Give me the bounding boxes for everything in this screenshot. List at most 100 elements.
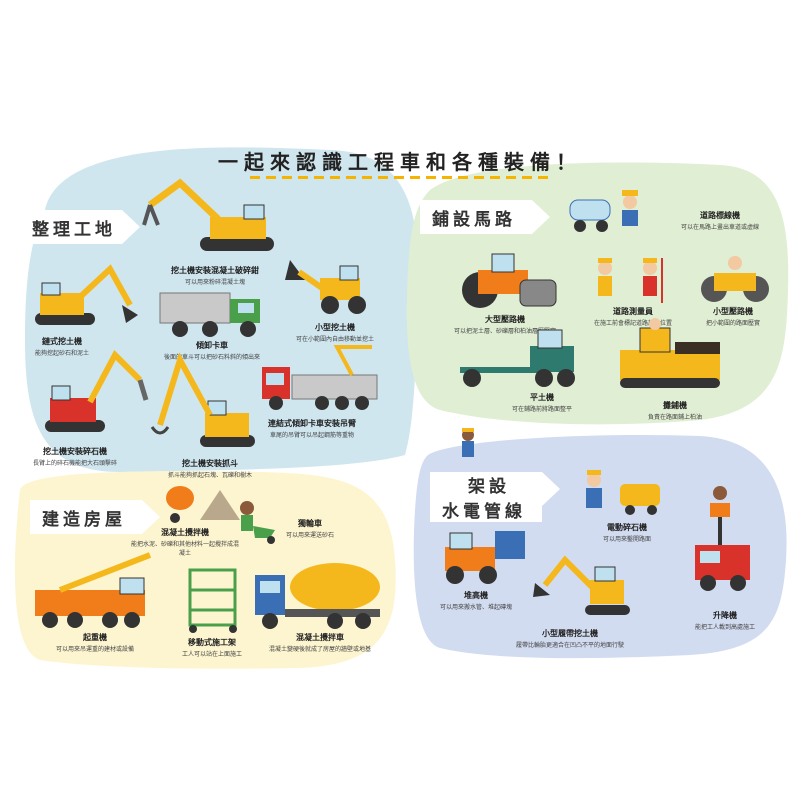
- section-label-clear-site: 整理工地: [32, 219, 116, 240]
- mixer-truck-name: 混凝土攪拌車: [295, 633, 344, 642]
- dump-truck-name: 傾卸卡車: [195, 341, 228, 350]
- wheelbarrow-caption: 獨輪車 可以用來運送砂石: [286, 518, 334, 539]
- concrete-mixer-small-caption: 混凝土攪拌機 能把水泥、砂礫和其他材料一起攪拌成混凝土: [130, 527, 240, 557]
- crane-truck-desc: 車尾的吊臂可以吊起鋼筋等重物: [269, 432, 354, 439]
- road-marking-illustration: [569, 190, 638, 232]
- road-marking-name: 道路標線機: [699, 211, 740, 220]
- excavator-grapple-caption: 挖土機安裝抓斗 抓斗能夠抓起石塊、瓦礫和樹木: [168, 458, 252, 479]
- paver-desc: 負責在路面鋪上柏油: [647, 414, 703, 421]
- surveyor-name: 道路測量員: [612, 307, 653, 316]
- excavator-drill-name: 挖土機安裝碎石機: [42, 447, 107, 456]
- mini-excavator-desc: 可在小範圍內自由移動並挖土: [295, 336, 375, 343]
- crane-truck-caption: 連結式傾卸卡車安裝吊臂 車尾的吊臂可以吊起鋼筋等重物: [268, 418, 356, 439]
- mobile-crane-name: 起重機: [82, 633, 107, 642]
- wheelbarrow-name: 獨輪車: [297, 519, 322, 528]
- wheelbarrow-desc: 可以用來運送砂石: [285, 532, 335, 539]
- dump-truck-illustration: [159, 292, 260, 337]
- section-label-utilities-1: 架設: [468, 477, 510, 497]
- mobile-crane-desc: 可以用來吊運重的建材或設備: [55, 646, 135, 653]
- section-label-build-house: 建造房屋: [42, 509, 126, 530]
- electric-breaker-illustration: [586, 470, 660, 515]
- grader-illustration: [460, 329, 575, 387]
- backhoe-caption: 堆高機 可以用來搬水管、堆起磚塊: [440, 590, 512, 611]
- mini-crawler-name: 小型履帶挖土機: [541, 629, 598, 638]
- wheelbarrow-illustration: [240, 501, 275, 544]
- chain-excavator-illustration: [35, 264, 138, 325]
- section-label-utilities-2: 水電管線: [442, 502, 526, 522]
- backhoe-desc: 可以用來搬水管、堆起磚塊: [439, 604, 513, 611]
- section-banner-clear-site: 整理工地: [20, 210, 140, 244]
- mini-excavator-name: 小型挖土機: [314, 323, 355, 332]
- concrete-mixer-small-illustration: [166, 486, 240, 523]
- mini-crawler-illustration: [533, 555, 630, 615]
- dump-truck-caption: 傾卸卡車 後面的車斗可以把砂石料斜的傾出來: [164, 340, 260, 361]
- road-roller-illustration: [462, 253, 557, 308]
- electric-breaker-desc: 可以用來鑿開路面: [602, 536, 652, 543]
- excavator-breaker-name: 挖土機安裝混凝土破碎鉗: [171, 266, 259, 275]
- excavator-grapple-name: 挖土機安裝抓斗: [181, 459, 238, 468]
- scaffold-desc: 工人可以站在上面施工: [181, 651, 243, 658]
- surveyor-caption: 道路測量員 在施工前會標記道路施工位置: [594, 306, 672, 327]
- paver-illustration: [620, 318, 720, 388]
- scaffold-name: 移動式施工架: [187, 638, 236, 647]
- paver-caption: 攤鋪機 負責在路面鋪上柏油: [648, 400, 702, 421]
- surveyor-desc: 在施工前會標記道路施工位置: [593, 320, 673, 327]
- excavator-drill-desc: 長臂上的碎石機能把大石頭擊碎: [32, 460, 118, 467]
- bucket-truck-name: 升降機: [712, 611, 737, 620]
- chain-excavator-caption: 鏈式挖土機 能夠挖起砂石和泥土: [35, 336, 89, 357]
- backhoe-name: 堆高機: [463, 591, 488, 600]
- mixer-truck-desc: 混凝土變硬後就成了房屋的牆壁或地基: [268, 646, 372, 653]
- road-marking-caption: 道路標線機 可以在馬路上畫出車道或虛線: [681, 210, 759, 231]
- grader-desc: 可在鋪路前將路面整平: [511, 406, 573, 413]
- excavator-drill-illustration: [45, 350, 149, 432]
- grader-name: 平土機: [529, 393, 554, 402]
- concrete-mixer-small-desc: 能把水泥、砂礫和其他材料一起攪拌成混凝土: [130, 541, 239, 557]
- excavator-grapple-illustration: [150, 352, 255, 447]
- bucket-truck-illustration: [695, 486, 750, 591]
- section-banner-utilities: 架設 水電管線: [430, 472, 560, 522]
- surveyor-illustration: [598, 258, 663, 303]
- scaffold-illustration: [188, 568, 237, 633]
- mini-excavator-caption: 小型挖土機 可在小範圍內自由移動並挖土: [296, 322, 374, 343]
- excavator-drill-caption: 挖土機安裝碎石機 長臂上的碎石機能把大石頭擊碎: [33, 446, 117, 467]
- road-roller-name: 大型壓路機: [484, 315, 525, 324]
- road-marking-desc: 可以在馬路上畫出車道或虛線: [680, 224, 760, 231]
- section-banner-build-house: 建造房屋: [30, 500, 160, 534]
- mixer-truck-illustration: [255, 563, 380, 629]
- page-title: 一起來認識工程車和各種裝備！: [218, 150, 582, 174]
- section-label-pave-road: 鋪設馬路: [432, 209, 516, 230]
- dump-truck-desc: 後面的車斗可以把砂石料斜的傾出來: [163, 354, 261, 361]
- mixer-truck-caption: 混凝土攪拌車 混凝土變硬後就成了房屋的牆壁或地基: [269, 632, 371, 653]
- paver-name: 攤鋪機: [662, 401, 687, 410]
- bucket-truck-desc: 能把工人載到高處施工: [694, 624, 756, 631]
- small-roller-desc: 把小範圍的路面壓實: [705, 320, 761, 327]
- mini-crawler-caption: 小型履帶挖土機 履帶比輪胎更適合在凹凸不平的地面行駛: [516, 628, 624, 649]
- section-banner-pave-road: 鋪設馬路: [420, 200, 550, 234]
- road-roller-desc: 可以把泥土層、砂礫層和柏油層壓緊實: [453, 328, 557, 335]
- excavator-breaker-caption: 挖土機安裝混凝土破碎鉗 可以用來粉碎混凝土塊: [171, 265, 259, 286]
- crane-truck-name: 連結式傾卸卡車安裝吊臂: [268, 419, 356, 428]
- concrete-mixer-small-name: 混凝土攪拌機: [161, 528, 209, 537]
- crane-truck-illustration: [262, 345, 378, 410]
- road-roller-caption: 大型壓路機 可以把泥土層、砂礫層和柏油層壓緊實: [454, 314, 556, 335]
- small-roller-name: 小型壓路機: [712, 307, 753, 316]
- bucket-truck-caption: 升降機 能把工人載到高處施工: [695, 610, 755, 631]
- small-roller-illustration: [701, 256, 769, 302]
- mobile-crane-caption: 起重機 可以用來吊運重的建材或設備: [56, 632, 134, 653]
- electric-breaker-name: 電動碎石機: [606, 523, 647, 532]
- chain-excavator-name: 鏈式挖土機: [41, 337, 82, 346]
- title-underline: [250, 176, 550, 179]
- mini-crawler-desc: 履帶比輪胎更適合在凹凸不平的地面行駛: [515, 642, 625, 649]
- excavator-breaker-illustration: [142, 178, 274, 251]
- grader-caption: 平土機 可在鋪路前將路面整平: [512, 392, 572, 413]
- excavator-grapple-desc: 抓斗能夠抓起石塊、瓦礫和樹木: [167, 472, 253, 479]
- chain-excavator-desc: 能夠挖起砂石和泥土: [34, 350, 90, 357]
- excavator-breaker-desc: 可以用來粉碎混凝土塊: [184, 279, 245, 286]
- standing-worker-illustration: [462, 428, 474, 457]
- mini-excavator-illustration: [285, 260, 366, 314]
- mobile-crane-illustration: [35, 552, 152, 628]
- small-roller-caption: 小型壓路機 把小範圍的路面壓實: [706, 306, 760, 327]
- electric-breaker-caption: 電動碎石機 可以用來鑿開路面: [603, 522, 651, 543]
- backhoe-illustration: [445, 531, 525, 584]
- scaffold-caption: 移動式施工架 工人可以站在上面施工: [182, 637, 242, 658]
